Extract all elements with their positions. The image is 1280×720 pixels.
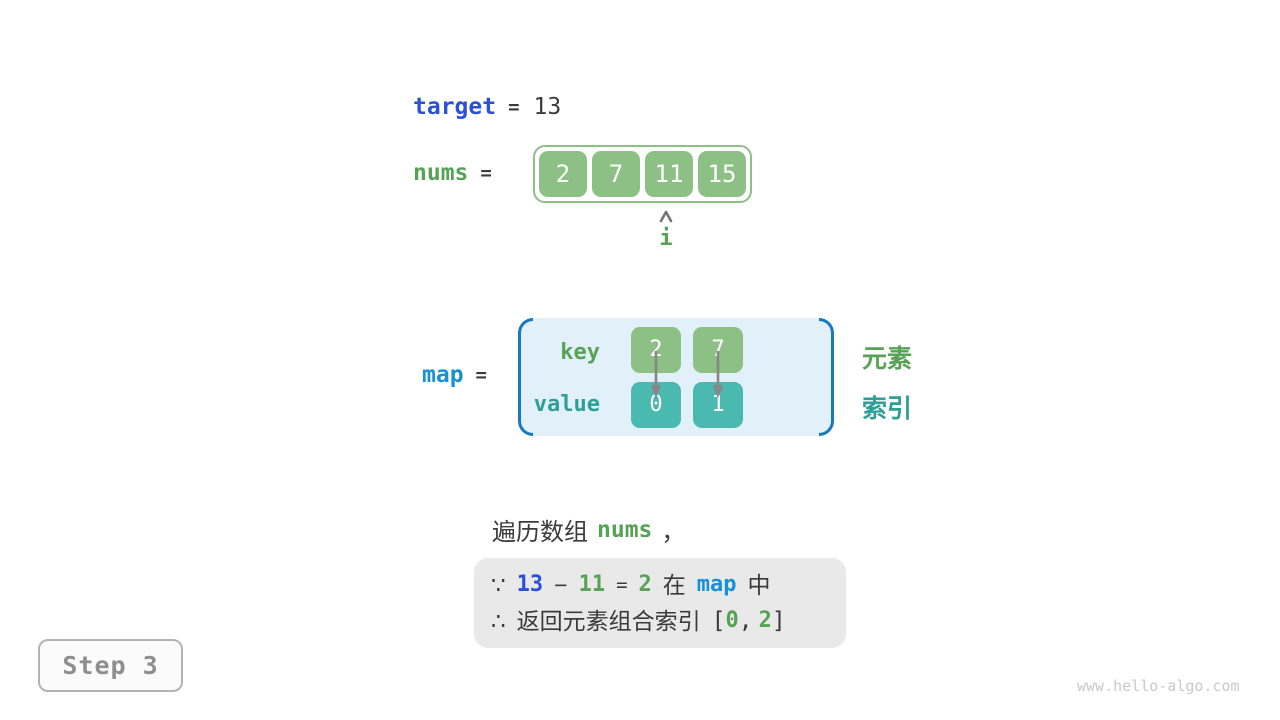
diff-number: 2 bbox=[638, 572, 652, 597]
map-left-bracket bbox=[518, 318, 533, 436]
index-label: 索引 bbox=[862, 395, 913, 423]
pointer-caret-icon bbox=[658, 210, 674, 228]
caption-prefix: 遍历数组 bbox=[492, 519, 588, 546]
watermark: www.hello-algo.com bbox=[1077, 677, 1240, 695]
target-var-name: target bbox=[413, 94, 497, 120]
caption-suffix: ， bbox=[661, 519, 686, 546]
nums-var-name: nums bbox=[413, 160, 469, 186]
map-value-row-label: value bbox=[533, 392, 600, 417]
bracket-close: ] bbox=[771, 608, 786, 634]
because-symbol: ∵ bbox=[491, 572, 506, 598]
nums-array: 2 7 11 15 bbox=[533, 145, 752, 203]
map-assignment: map = bbox=[422, 362, 487, 388]
map-key-cell: 7 bbox=[693, 327, 743, 373]
pointer-label: i bbox=[659, 226, 673, 251]
conclusion-box: ∵ 13 − 11 = 2 在 map 中 ∴ 返回元素组合索引 [ 0 , 2… bbox=[474, 558, 846, 648]
nums-equals-sign: = bbox=[480, 162, 492, 184]
therefore-symbol: ∴ bbox=[491, 608, 506, 634]
bracket-open: [ bbox=[711, 608, 726, 634]
caption-code: nums bbox=[597, 516, 653, 543]
caption-line: 遍历数组 nums ， bbox=[492, 512, 685, 547]
step-badge: Step 3 bbox=[38, 639, 183, 692]
map-equals-sign: = bbox=[475, 364, 487, 386]
key-value-arrow-icon bbox=[710, 349, 726, 406]
array-cell: 15 bbox=[698, 151, 746, 197]
target-assignment: target = 13 bbox=[413, 94, 561, 120]
current-number: 11 bbox=[578, 572, 606, 597]
nums-assignment: nums = bbox=[413, 160, 492, 186]
conclusion-line-1: ∵ 13 − 11 = 2 在 map 中 bbox=[491, 567, 846, 603]
array-cell: 2 bbox=[539, 151, 587, 197]
map-var-name: map bbox=[422, 362, 464, 388]
equals-sign: = bbox=[616, 574, 628, 596]
in-word: 在 bbox=[662, 572, 686, 598]
array-cell: 11 bbox=[645, 151, 693, 197]
result-text: 返回元素组合索引 bbox=[516, 608, 701, 634]
map-word: map bbox=[696, 572, 737, 597]
target-value: 13 bbox=[533, 94, 562, 120]
conclusion-line-2: ∴ 返回元素组合索引 [ 0 , 2 ] bbox=[491, 603, 846, 639]
element-label: 元素 bbox=[862, 345, 913, 373]
comma: , bbox=[738, 608, 753, 634]
end-word: 中 bbox=[747, 572, 771, 598]
array-cell: 7 bbox=[592, 151, 640, 197]
minus-sign: − bbox=[554, 572, 568, 598]
map-right-bracket bbox=[819, 318, 834, 436]
target-equals-sign: = bbox=[508, 96, 520, 118]
result-index-1: 0 bbox=[725, 608, 739, 633]
map-value-cell: 1 bbox=[693, 382, 743, 428]
target-number: 13 bbox=[516, 572, 544, 597]
key-value-arrow-icon bbox=[648, 349, 664, 406]
result-index-2: 2 bbox=[758, 608, 772, 633]
map-key-row-label: key bbox=[560, 340, 600, 365]
